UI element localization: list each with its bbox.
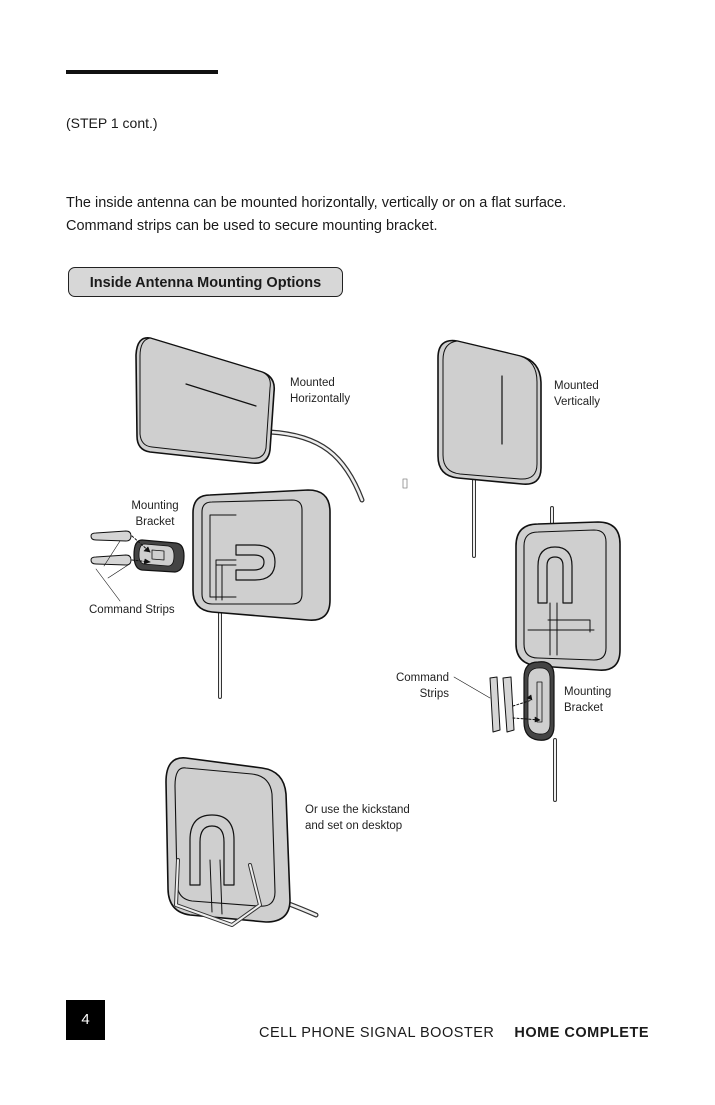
footer-product-name: HOME COMPLETE	[514, 1025, 649, 1041]
intro-paragraph: The inside antenna can be mounted horizo…	[66, 195, 567, 234]
horizontal-antenna-illustration	[135, 337, 365, 503]
vertical-antenna-illustration	[402, 339, 542, 558]
label-mounted-vertically: Mounted Vertically	[554, 380, 601, 408]
label-mounted-horizontally: Mounted Horizontally	[290, 377, 351, 405]
step-label: (STEP 1 cont.)	[66, 115, 158, 131]
right-backside-illustration	[453, 506, 621, 802]
label-command-strips-right: Command Strips	[395, 672, 449, 700]
kickstand-illustration	[165, 757, 319, 927]
top-rule	[66, 70, 218, 74]
page-number: 4	[66, 1000, 105, 1040]
section-title-pill: Inside Antenna Mounting Options	[68, 267, 343, 297]
label-mounting-bracket-left: Mounting Bracket	[131, 500, 179, 528]
footer: CELL PHONE SIGNAL BOOSTER HOME COMPLETE	[259, 1025, 649, 1041]
left-backside-illustration	[90, 489, 331, 699]
label-command-strips-left: Command Strips	[89, 604, 175, 616]
label-mounting-bracket-right: Mounting Bracket	[564, 686, 612, 714]
label-kickstand: Or use the kickstand and set on desktop	[305, 804, 410, 832]
footer-product-line: CELL PHONE SIGNAL BOOSTER	[258, 1025, 495, 1041]
